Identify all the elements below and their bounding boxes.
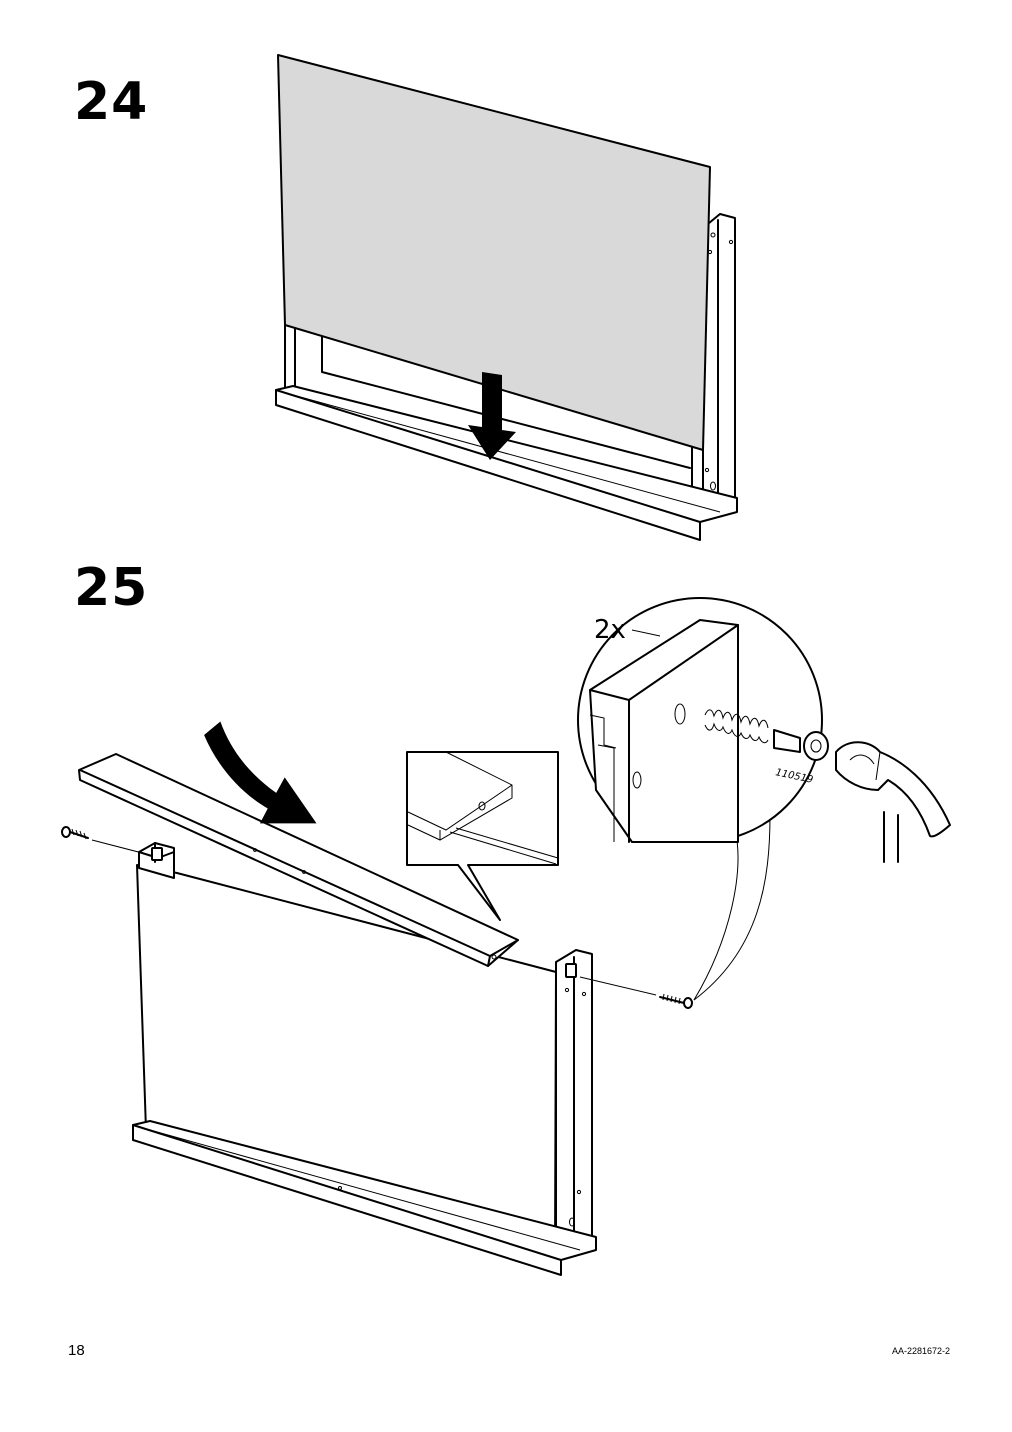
step-25-number: 25: [74, 558, 149, 618]
dowel-hole: [710, 232, 716, 238]
top-rail: [78, 753, 519, 967]
screw-icon: [61, 826, 89, 840]
grey-panel: [277, 54, 711, 451]
document-id: AA-2281672-2: [891, 1346, 950, 1356]
left-post: [284, 321, 296, 393]
base-rail: [275, 385, 738, 541]
step-24-number: 24: [74, 72, 149, 132]
quantity-label: 2x: [594, 615, 626, 645]
hammer-icon: [835, 741, 951, 863]
dowel-icon: [704, 709, 829, 761]
step-24-illustration: [275, 54, 738, 541]
curved-arrow-icon: [204, 721, 317, 824]
page-number: 18: [68, 1342, 85, 1359]
step-25-illustration: [61, 721, 771, 1276]
detail-inset: [406, 751, 559, 921]
down-arrow-icon: [468, 372, 516, 460]
screw-icon: [659, 993, 693, 1009]
magnifier-detail: 2x 110519: [577, 597, 829, 843]
back-rail: [321, 334, 691, 469]
